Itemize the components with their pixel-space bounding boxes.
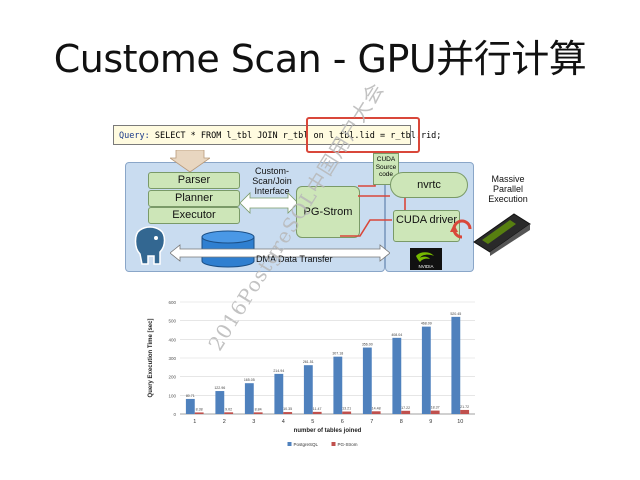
data-label: 122.96 (214, 386, 225, 390)
data-label: 408.04 (391, 333, 402, 337)
legend-swatch (287, 442, 292, 446)
legend-swatch (331, 442, 336, 446)
y-tick-label: 100 (168, 393, 176, 398)
gpu-arrow (450, 219, 472, 239)
x-tick-label: 7 (370, 419, 373, 425)
data-label: 14.48 (372, 406, 381, 410)
pg-strom-module: PG-Strom (296, 186, 360, 238)
data-label: 8.38 (196, 407, 203, 411)
bar-postgresql (333, 356, 343, 414)
x-tick-label: 8 (400, 419, 403, 425)
data-label: 261.51 (303, 360, 314, 364)
data-label: 165.05 (244, 378, 255, 382)
custom-scan-interface-label: Custom-Scan/Join Interface (252, 166, 292, 196)
data-label: 468.09 (421, 322, 432, 326)
y-tick-label: 0 (173, 412, 176, 417)
bar-pgstrom (283, 412, 293, 414)
query-input-arrow (170, 150, 210, 172)
x-tick-label: 9 (429, 419, 432, 425)
execution-time-chart: 0 100 200 300 400 500 600 80.71 8.38 1 122.96 9.02 2… (148, 300, 475, 447)
data-label: 17.22 (401, 406, 410, 410)
nvrtc-module: nvrtc (390, 172, 468, 198)
executor-module: Executor (148, 207, 240, 224)
query-bar: Query: SELECT * FROM l_tbl JOIN r_tbl on… (113, 125, 441, 145)
cuda-driver-module: CUDA driver (393, 210, 460, 242)
y-tick-label: 400 (168, 337, 176, 342)
bar-postgresql (215, 391, 225, 414)
join-condition-highlight (306, 117, 420, 153)
bar-postgresql (185, 398, 195, 414)
y-tick-label: 500 (168, 319, 176, 324)
x-tick-label: 4 (282, 419, 285, 425)
bar-pgstrom (312, 411, 322, 414)
bar-postgresql (362, 347, 372, 414)
postgresql-elephant-icon (134, 226, 166, 265)
bar-pgstrom (224, 412, 234, 414)
data-label: 10.35 (283, 407, 292, 411)
data-label: 21.72 (460, 405, 469, 409)
data-label: 80.71 (186, 394, 195, 398)
legend-label: PG-Strom (338, 442, 358, 447)
data-label: 214.94 (273, 369, 284, 373)
gpu-card-icon (473, 213, 531, 256)
x-tick-label: 10 (457, 419, 463, 425)
query-label: Query: (119, 131, 150, 141)
slide-title: Custome Scan - GPU并行计算 (53, 37, 587, 81)
data-label: 8.84 (255, 407, 262, 411)
bar-pgstrom (253, 412, 263, 414)
planner-module: Planner (148, 190, 240, 207)
x-tick-label: 2 (223, 419, 226, 425)
bar-postgresql (421, 326, 431, 414)
x-axis-label: number of tables joined (294, 428, 362, 434)
bar-pgstrom (430, 410, 440, 414)
data-label: 307.18 (332, 352, 343, 356)
bar-pgstrom (371, 411, 381, 414)
nvidia-logo-text: NVIDIA (418, 264, 433, 269)
y-axis-label: Query Execution Time [sec] (148, 319, 154, 398)
bar-postgresql (451, 316, 461, 414)
bar-postgresql (303, 365, 313, 414)
x-tick-label: 1 (193, 419, 196, 425)
data-label: 9.02 (225, 407, 232, 411)
y-tick-label: 300 (168, 356, 176, 361)
legend-label: PostgreSQL (294, 442, 319, 447)
bar-pgstrom (460, 409, 470, 414)
bar-postgresql (392, 337, 402, 414)
cuda-source-code: CUDA Source code (373, 153, 399, 185)
dma-transfer-arrow (170, 244, 390, 262)
bar-postgresql (244, 383, 254, 414)
x-tick-label: 3 (252, 419, 255, 425)
bar-pgstrom (194, 412, 204, 414)
bar-pgstrom (342, 411, 352, 414)
data-label: 520.45 (450, 312, 461, 316)
y-tick-label: 200 (168, 375, 176, 380)
parser-module: Parser (148, 172, 240, 189)
x-tick-label: 6 (341, 419, 344, 425)
dma-transfer-label: DMA Data Transfer (256, 254, 333, 264)
data-label: 18.37 (431, 406, 440, 410)
data-label: 356.00 (362, 343, 373, 347)
data-label: 13.21 (342, 407, 351, 411)
data-label: 11.47 (313, 407, 322, 411)
y-tick-label: 600 (168, 300, 176, 305)
nvidia-logo: NVIDIA (410, 248, 442, 270)
query-sql: SELECT * FROM l_tbl JOIN r_tbl on l_tbl.… (154, 131, 442, 141)
bar-postgresql (274, 373, 284, 414)
bar-pgstrom (401, 410, 411, 414)
x-tick-label: 5 (311, 419, 314, 425)
interface-arrow (240, 192, 298, 214)
massive-parallel-label: Massive Parallel Execution (488, 174, 528, 204)
